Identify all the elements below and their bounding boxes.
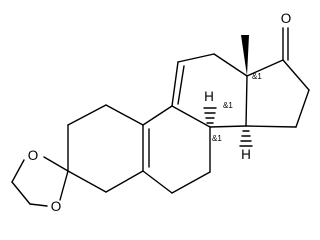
ring-a-bonds — [67, 104, 144, 193]
hydrogen-c14-label: H — [241, 147, 251, 162]
oxygen-ketal-upper-label: O — [28, 148, 39, 163]
dioxolane-ring-bonds — [11, 156, 69, 207]
oxygen-ketone-label: O — [281, 11, 292, 26]
bond-c16-c15 — [295, 89, 310, 128]
bond-ch2-o-lower — [29, 203, 48, 207]
methyl-wedge-bond — [241, 35, 249, 76]
bond-c11-c9-double-b — [177, 65, 185, 105]
bond-c17-c16 — [282, 59, 310, 91]
bond-o-lower-c3 — [59, 170, 69, 201]
bond-c3-c4 — [67, 170, 107, 193]
bond-o-upper-ch2 — [11, 159, 25, 183]
stereo-flag-c13: &1 — [252, 72, 262, 81]
bond-c3-o-upper — [43, 156, 69, 172]
stereo-flag-c8: &1 — [212, 134, 222, 143]
ring-c-bonds — [171, 53, 248, 128]
bond-c13-c17 — [246, 59, 284, 77]
hydrogen-c9-label: H — [204, 89, 214, 104]
hashed-bond-h-c14 — [239, 130, 253, 147]
bond-c1-c2 — [67, 104, 107, 126]
hashed-bond-h-c9 — [203, 107, 217, 124]
bond-c13-c12 — [213, 53, 248, 77]
bond-c6-c7 — [171, 171, 211, 194]
bond-c8-c14 — [209, 125, 247, 128]
bond-c10-c1 — [105, 104, 144, 126]
stereo-flag-c14: &1 — [223, 101, 233, 110]
bond-c14-c13 — [245, 75, 248, 127]
bond-c9-c10 — [142, 105, 173, 126]
molecule-structure: O O O H H &1 &1 &1 — [11, 11, 310, 214]
oxygen-ketal-lower-label: O — [51, 199, 62, 214]
ring-b-bonds — [142, 105, 211, 194]
bond-c11-c9-double-a — [171, 61, 179, 107]
ring-d-bonds — [245, 27, 310, 128]
bond-c9-c8 — [171, 105, 211, 128]
bond-c12-c11 — [177, 53, 215, 63]
bond-c5-c6 — [142, 170, 173, 194]
bond-c4-c5 — [105, 170, 144, 193]
bond-ch2-ch2 — [11, 181, 31, 205]
structure-canvas: O O O H H &1 &1 &1 — [11, 11, 310, 214]
bond-c15-c14 — [245, 125, 297, 128]
